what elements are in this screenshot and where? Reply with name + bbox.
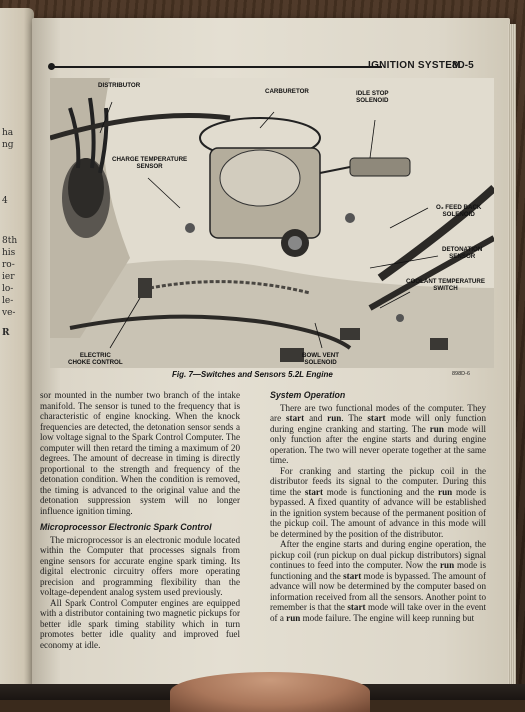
label-distributor: DISTRIBUTOR [98, 82, 141, 89]
header-rule [52, 66, 382, 68]
page-stack-edges [508, 24, 516, 684]
distributor-shape [62, 97, 110, 238]
label-charge-temperature-sensor: CHARGE TEMPERATURE SENSOR [112, 156, 188, 170]
left-page-fragment: lo- [2, 284, 14, 294]
left-column: sor mounted in the number two branch of … [40, 390, 240, 650]
section-heading: Microprocessor Electronic Spark Control [40, 522, 212, 532]
label-idle-stop-solenoid: IDLE STOP SOLENOID [356, 90, 389, 104]
label-electric-choke-control: ELECTRIC CHOKE CONTROL [68, 352, 123, 366]
paragraph: After the engine starts and during engin… [270, 539, 486, 623]
paragraph: For cranking and starting the pickup coi… [270, 465, 486, 539]
idle-stop-solenoid-shape [319, 157, 411, 177]
figure-caption: Fig. 7—Switches and Sensors 5.2L Engine [172, 370, 333, 379]
paragraph: All Spark Control Computer engines are e… [40, 597, 240, 650]
page-number: 8D-5 [452, 60, 474, 71]
left-page-fragment: R [2, 328, 10, 338]
left-page-fragment: his [2, 248, 16, 258]
left-page-fragment: ve- [2, 308, 16, 318]
left-page-fragment: ier [2, 272, 15, 282]
header-bullet [48, 63, 55, 70]
left-page-fragment: ro- [2, 260, 15, 270]
label-carburetor: CARBURETOR [265, 88, 309, 95]
paragraph: sor mounted in the number two branch of … [40, 390, 240, 516]
left-page-fragment: le- [2, 296, 14, 306]
left-page-fragment: ng [2, 140, 14, 150]
hand-thumb [170, 672, 370, 712]
label-coolant-temperature-switch: COOLANT TEMPERATURE SWITCH [406, 278, 485, 292]
figure-code: 898D-6 [452, 371, 471, 377]
engine-illustration [50, 78, 494, 368]
left-page-fragment: 4 [2, 196, 8, 206]
paragraph: There are two functional modes of the co… [270, 402, 487, 466]
label-detonation-sensor: DETONATION SENSOR [442, 246, 483, 260]
left-page-edge: ha ng 4 8th his ro- ier lo- le- ve- R [0, 8, 34, 688]
manual-page: IGNITION SYSTEM 8D-5 [32, 18, 516, 686]
section-heading: System Operation [270, 390, 346, 400]
engine-figure: DISTRIBUTOR CARBURETOR IDLE STOP SOLENOI… [50, 78, 494, 378]
right-column: System Operation There are two functiona… [270, 390, 486, 623]
label-bowl-vent-solenoid: BOWL VENT SOLENOID [302, 352, 340, 366]
label-o2-feedback-solenoid: O₂ FEED BACK SOLENOID [436, 204, 482, 218]
section-title: IGNITION SYSTEM [368, 60, 461, 71]
paragraph: The microprocessor is an electronic modu… [40, 534, 240, 598]
left-page-fragment: 8th [2, 236, 18, 246]
left-page-fragment: ha [2, 128, 14, 138]
carburetor-shape [199, 117, 321, 257]
